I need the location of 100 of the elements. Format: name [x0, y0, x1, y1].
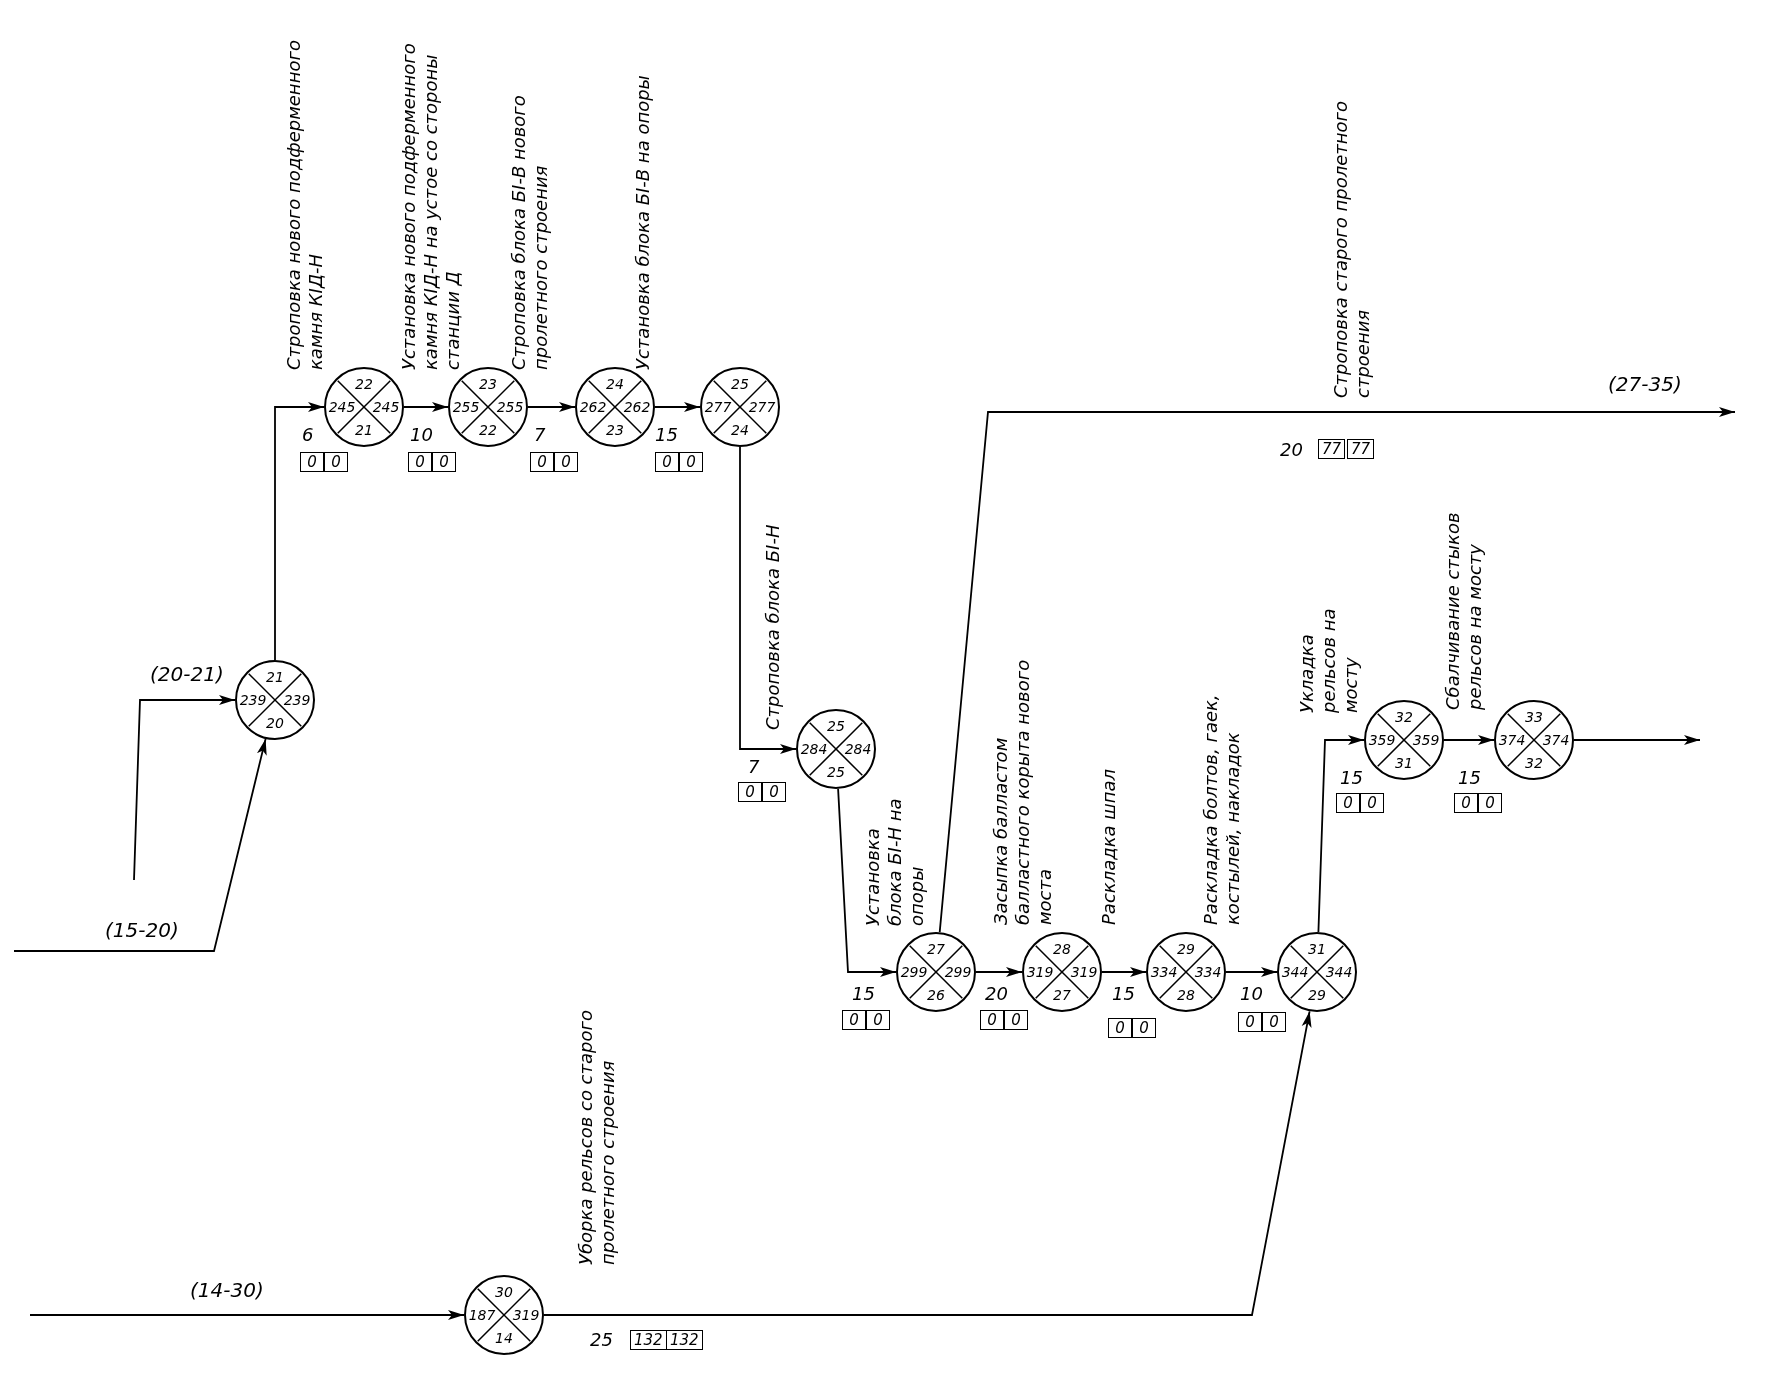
previous-event-number: 27	[1053, 988, 1071, 1002]
float-box: 0	[530, 452, 554, 472]
late-time: 245	[372, 400, 400, 414]
activity-label: Строповка блока БI-Н	[762, 523, 784, 730]
float-box: 0	[1108, 1018, 1132, 1038]
activity-label: Строповка нового подферменного камня КIД-Н	[283, 40, 327, 370]
event-number: 33	[1525, 710, 1543, 724]
reference-label: (27-35)	[1608, 372, 1682, 396]
float-box: 0	[432, 452, 456, 472]
event-number: 27	[927, 942, 945, 956]
late-time: 277	[748, 400, 776, 414]
float-box: 0	[1262, 1012, 1286, 1032]
previous-event-number: 28	[1177, 988, 1195, 1002]
duration-label: 10	[410, 425, 433, 445]
early-time: 299	[900, 965, 928, 979]
early-time: 284	[800, 742, 828, 756]
duration-label: 7	[748, 757, 760, 777]
previous-event-number: 24	[731, 423, 749, 437]
late-time: 334	[1194, 965, 1222, 979]
late-time: 319	[512, 1308, 540, 1322]
float-box: 0	[738, 782, 762, 802]
float-box: 132	[630, 1330, 667, 1350]
arrow	[1101, 967, 1147, 977]
float-box: 0	[842, 1010, 866, 1030]
event-number: 21	[266, 670, 284, 684]
arrow	[1443, 735, 1495, 745]
event-number: 22	[355, 377, 373, 391]
arrow	[13, 738, 267, 952]
float-box: 0	[408, 452, 432, 472]
previous-event-number: 23	[606, 423, 624, 437]
duration-label: 25	[590, 1330, 613, 1350]
late-time: 374	[1542, 733, 1570, 747]
float-box: 0	[300, 452, 324, 472]
duration-label: 20	[1280, 440, 1303, 460]
activity-label: Раскладка шпал	[1098, 767, 1120, 925]
activity-label: Установка блока БI-Н на опоры	[862, 797, 928, 926]
previous-event-number: 31	[1395, 756, 1413, 770]
activity-label: Раскладка болтов, гаек, костылей, накладок	[1200, 693, 1244, 925]
float-box: 77	[1318, 439, 1346, 459]
arrow	[1573, 735, 1701, 745]
float-box: 0	[980, 1010, 1004, 1030]
early-time: 255	[452, 400, 480, 414]
activity-label: Строповка старого пролетного строения	[1330, 100, 1374, 398]
activity-label: Укладка рельсов на мосту	[1296, 607, 1362, 713]
arrow	[975, 967, 1023, 977]
arrow	[29, 1310, 465, 1320]
float-box: 0	[655, 452, 679, 472]
previous-event-number: 26	[927, 988, 945, 1002]
early-time: 277	[704, 400, 732, 414]
float-box: 0	[554, 452, 578, 472]
float-box: 77	[1347, 439, 1375, 459]
event-number: 30	[495, 1285, 513, 1299]
float-box: 0	[762, 782, 786, 802]
early-time: 374	[1498, 733, 1526, 747]
float-box: 0	[1238, 1012, 1262, 1032]
float-box: 132	[666, 1330, 703, 1350]
late-time: 284	[844, 742, 872, 756]
previous-event-number: 29	[1308, 988, 1326, 1002]
previous-event-number: 21	[355, 423, 373, 437]
early-time: 262	[579, 400, 607, 414]
late-time: 344	[1325, 965, 1353, 979]
activity-label: Сбалчивание стыков рельсов на мосту	[1442, 511, 1486, 710]
late-time: 359	[1412, 733, 1440, 747]
early-time: 187	[468, 1308, 496, 1322]
arrow	[1225, 967, 1278, 977]
early-time: 344	[1281, 965, 1309, 979]
duration-label: 10	[1240, 984, 1263, 1004]
early-time: 239	[239, 693, 267, 707]
arrow	[837, 788, 897, 977]
duration-label: 15	[1112, 984, 1135, 1004]
early-time: 359	[1368, 733, 1396, 747]
arrow	[739, 446, 797, 754]
activity-label: Засыпка балластом балластного корыта нового моста	[990, 658, 1056, 925]
activity-label: Установка нового подферменного камня КIД-Н на устое со стороны станции Д	[398, 42, 464, 370]
arrow	[938, 407, 1736, 934]
previous-event-number: 22	[479, 423, 497, 437]
duration-label: 20	[985, 984, 1008, 1004]
late-time: 299	[944, 965, 972, 979]
event-number: 23	[479, 377, 497, 391]
early-time: 319	[1026, 965, 1054, 979]
reference-label: (14-30)	[190, 1278, 264, 1302]
float-box: 0	[1478, 793, 1502, 813]
event-number: 28	[1053, 942, 1071, 956]
late-time: 239	[283, 693, 311, 707]
duration-label: 15	[655, 425, 678, 445]
late-time: 319	[1070, 965, 1098, 979]
previous-event-number: 25	[827, 765, 845, 779]
previous-event-number: 20	[266, 716, 284, 730]
previous-event-number: 14	[495, 1331, 513, 1345]
float-box: 0	[324, 452, 348, 472]
event-number: 31	[1308, 942, 1326, 956]
reference-label: (15-20)	[105, 918, 179, 942]
float-box: 0	[1132, 1018, 1156, 1038]
activity-label: Строповка блока БI-В нового пролетного строения	[508, 94, 552, 370]
float-box: 0	[1454, 793, 1478, 813]
activity-label: Установка блока БI-В на опоры	[632, 74, 654, 370]
event-number: 24	[606, 377, 624, 391]
duration-label: 15	[1340, 768, 1363, 788]
arrow	[654, 402, 701, 412]
float-box: 0	[679, 452, 703, 472]
